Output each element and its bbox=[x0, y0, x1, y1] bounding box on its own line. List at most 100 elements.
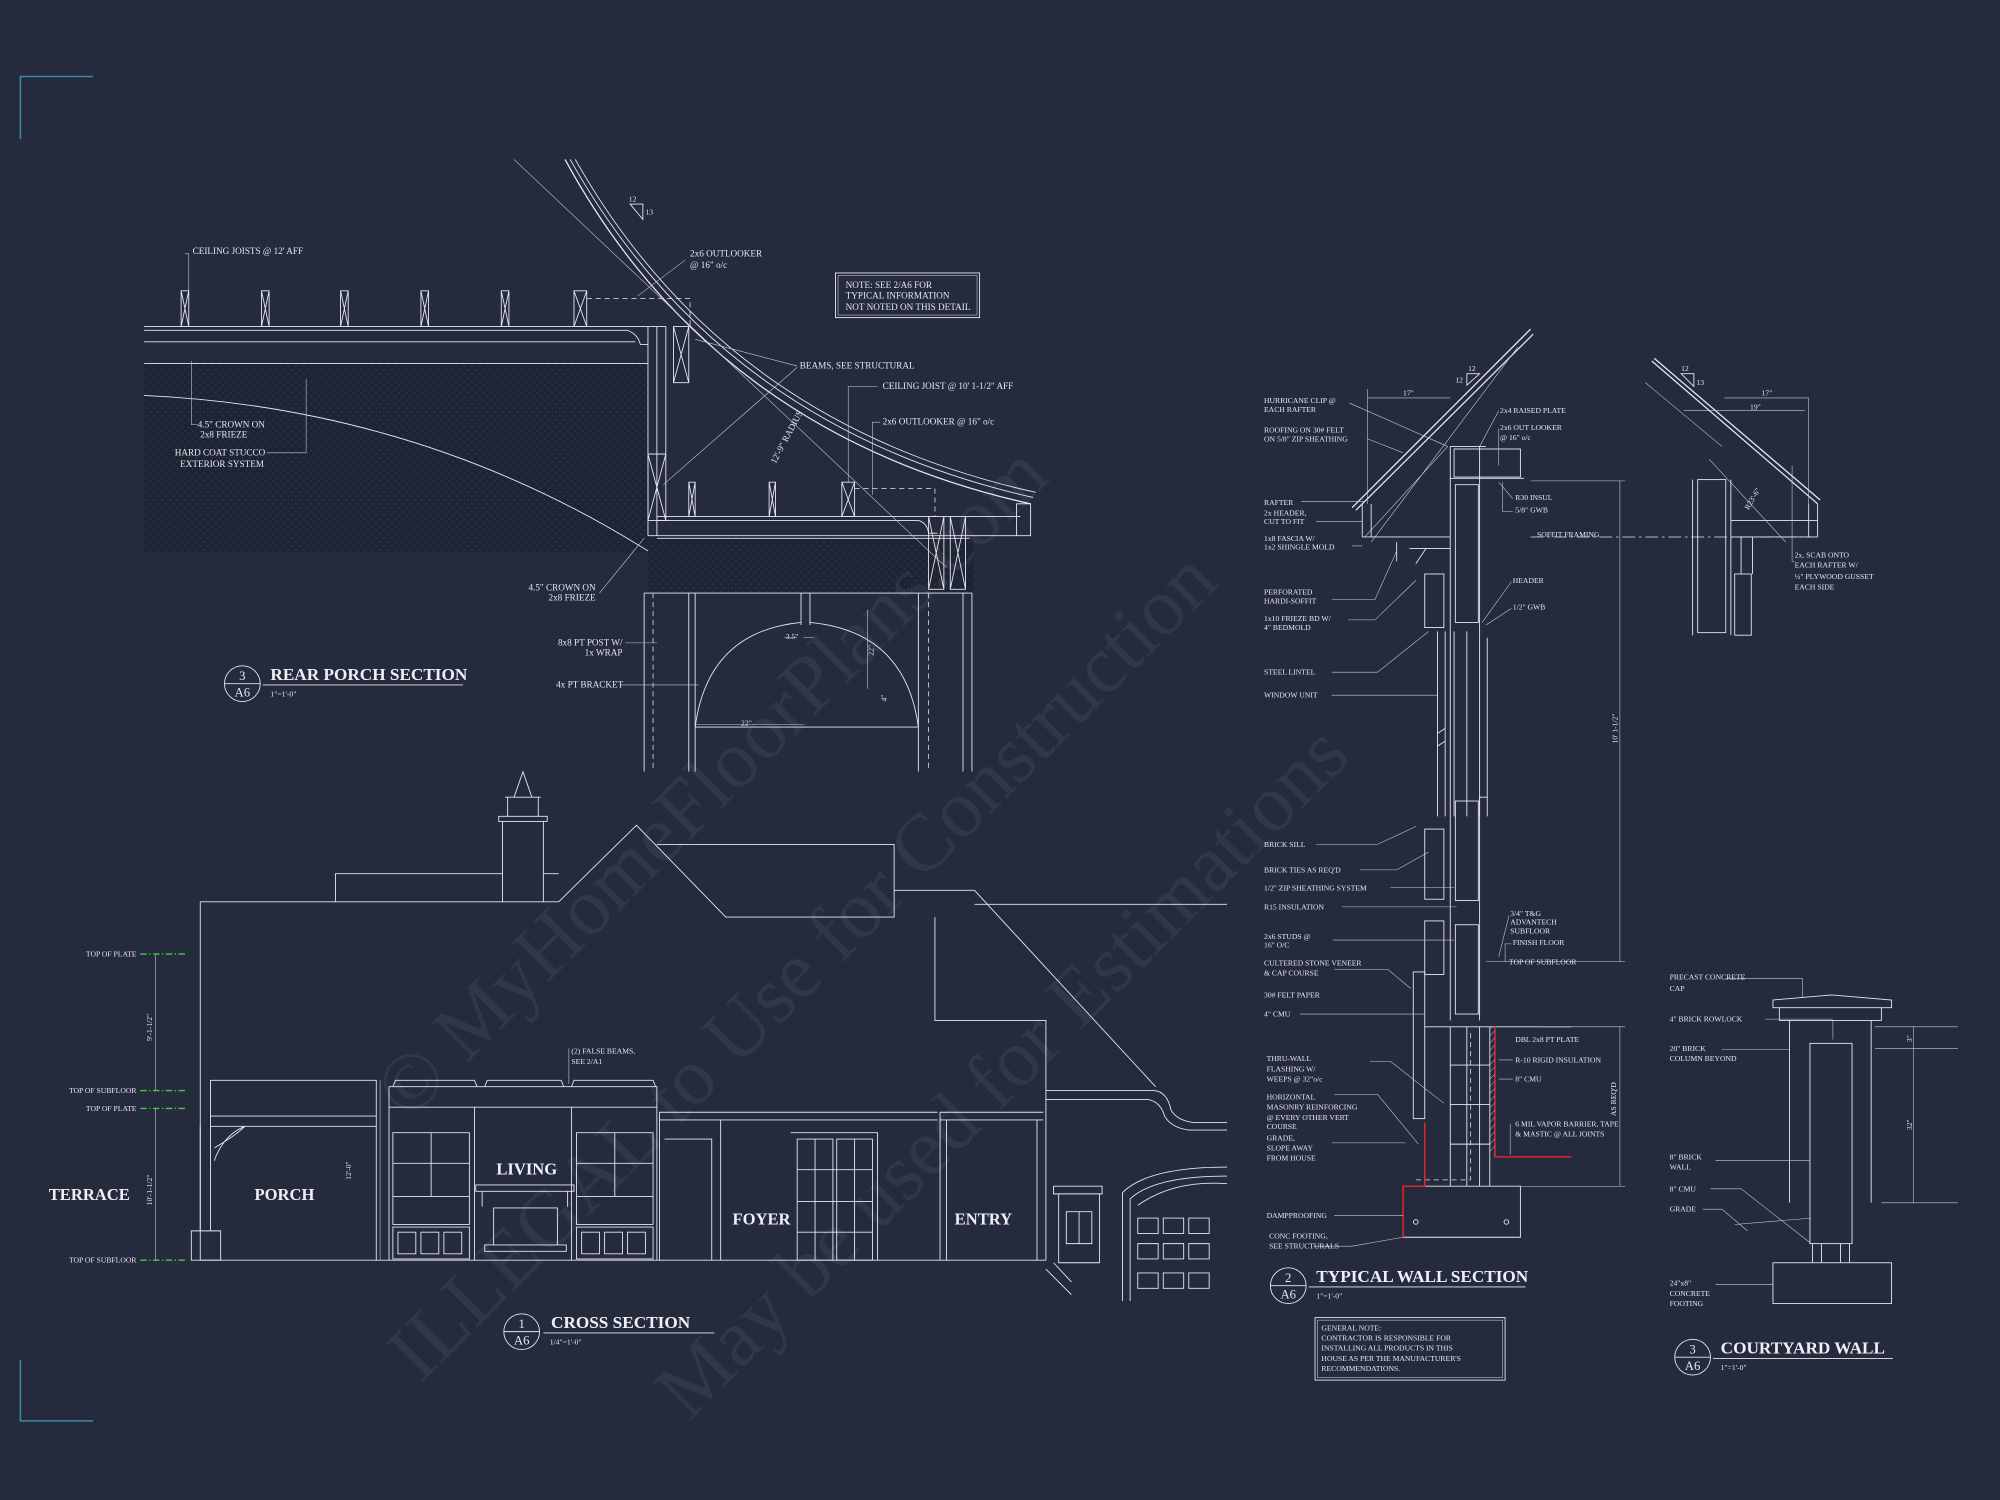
cmu bbox=[1812, 1243, 1850, 1263]
dim-22-horizontal: 22" bbox=[741, 719, 752, 728]
house-outline bbox=[199, 824, 1156, 1261]
slope-triangle bbox=[629, 203, 644, 221]
svg-text:ON 5/8" ZIP SHEATHING: ON 5/8" ZIP SHEATHING bbox=[1264, 434, 1348, 443]
left-labels: HURRICANE CLIP @ EACH RAFTER ROOFING ON … bbox=[1264, 396, 1367, 1251]
svg-text:20" BRICK: 20" BRICK bbox=[1670, 1044, 1707, 1053]
svg-text:A6: A6 bbox=[1280, 1287, 1296, 1301]
svg-text:@ EVERY OTHER VERT: @ EVERY OTHER VERT bbox=[1267, 1113, 1350, 1122]
frame-corner-top-left bbox=[19, 75, 94, 140]
dim-cap: 3" bbox=[1905, 1035, 1914, 1042]
svg-text:A6: A6 bbox=[514, 1333, 530, 1347]
label-outlooker-top: 2x6 OUTLOOKER bbox=[690, 248, 763, 258]
svg-text:1"=1'-0": 1"=1'-0" bbox=[1316, 1291, 1342, 1300]
svg-text:TYPICAL INFORMATION: TYPICAL INFORMATION bbox=[846, 290, 950, 300]
foyer-block bbox=[658, 1111, 938, 1261]
roof-curve bbox=[564, 159, 1031, 505]
svg-text:COURTYARD WALL: COURTYARD WALL bbox=[1721, 1338, 1885, 1357]
dim-upper: 9'-1-1/2" bbox=[145, 1014, 154, 1041]
svg-text:HORIZONTAL: HORIZONTAL bbox=[1267, 1092, 1316, 1101]
dim-as-reqd: AS REQ'D bbox=[1609, 1082, 1618, 1116]
svg-text:13: 13 bbox=[1696, 378, 1704, 387]
svg-text:SUBFLOOR: SUBFLOOR bbox=[1510, 927, 1551, 936]
rear-porch-section: 12 13 CEILING JOISTS @ 12' AFF 2x6 OUTLO… bbox=[144, 159, 1036, 772]
slope-rise: 12 bbox=[629, 195, 637, 204]
svg-text:SLOPE AWAY: SLOPE AWAY bbox=[1267, 1144, 1314, 1153]
svg-text:R30 INSUL: R30 INSUL bbox=[1515, 493, 1552, 502]
svg-text:4" CMU: 4" CMU bbox=[1264, 1010, 1291, 1019]
svg-text:1x2 SHINGLE MOLD: 1x2 SHINGLE MOLD bbox=[1264, 543, 1335, 552]
brick-base bbox=[1424, 920, 1445, 975]
studs bbox=[1409, 445, 1525, 1021]
svg-text:TOP OF SUBFLOOR: TOP OF SUBFLOOR bbox=[1509, 957, 1577, 966]
bookshelves bbox=[392, 1107, 654, 1261]
svg-text:ADVANTECH: ADVANTECH bbox=[1510, 918, 1557, 927]
svg-text:1/2" GWB: 1/2" GWB bbox=[1513, 603, 1546, 612]
svg-text:SOFFIT FRAMING: SOFFIT FRAMING bbox=[1537, 530, 1600, 539]
svg-text:EACH RAFTER W/: EACH RAFTER W/ bbox=[1795, 561, 1859, 570]
svg-text:TYPICAL WALL SECTION: TYPICAL WALL SECTION bbox=[1316, 1267, 1528, 1286]
ceiling-plane bbox=[144, 326, 648, 364]
porch-wall bbox=[647, 326, 938, 537]
svg-text:1"=1'-0": 1"=1'-0" bbox=[1721, 1363, 1747, 1372]
dimension-lines bbox=[1367, 389, 1625, 1187]
label-outlooker-low: 2x6 OUTLOOKER @ 16" o/c bbox=[883, 417, 995, 427]
room-living: LIVING bbox=[496, 1160, 557, 1179]
svg-text:HARDI-SOFFIT: HARDI-SOFFIT bbox=[1264, 596, 1317, 605]
svg-text:ROOFING ON 30# FELT: ROOFING ON 30# FELT bbox=[1264, 425, 1344, 434]
label-beams: BEAMS, SEE STRUCTURAL bbox=[800, 361, 915, 371]
svg-text:& MASTIC @ ALL JOINTS: & MASTIC @ ALL JOINTS bbox=[1515, 1129, 1604, 1138]
svg-text:TOP OF SUBFLOOR: TOP OF SUBFLOOR bbox=[69, 1086, 137, 1095]
dim-22-vertical: 22" bbox=[867, 645, 876, 656]
svg-text:HURRICANE CLIP @: HURRICANE CLIP @ bbox=[1264, 396, 1336, 405]
stucco-fill bbox=[144, 363, 648, 553]
svg-text:1/2" ZIP SHEATHING SYSTEM: 1/2" ZIP SHEATHING SYSTEM bbox=[1264, 883, 1367, 892]
label-crown-lower: 2x8 FRIEZE bbox=[549, 593, 597, 603]
svg-text:THRU-WALL: THRU-WALL bbox=[1267, 1054, 1312, 1063]
svg-text:RECOMMENDATIONS.: RECOMMENDATIONS. bbox=[1321, 1364, 1400, 1373]
svg-text:REAR PORCH SECTION: REAR PORCH SECTION bbox=[270, 665, 467, 684]
label-false-beams: SEE 2/A1 bbox=[571, 1057, 602, 1066]
svg-text:WEEPS @ 32"o/c: WEEPS @ 32"o/c bbox=[1267, 1075, 1324, 1084]
svg-text:MASONRY REINFORCING: MASONRY REINFORCING bbox=[1267, 1103, 1358, 1112]
svg-text:3: 3 bbox=[1689, 1342, 1695, 1356]
svg-text:30# FELT PAPER: 30# FELT PAPER bbox=[1264, 990, 1321, 999]
label-post: 8x8 PT POST W/ bbox=[558, 637, 623, 647]
svg-text:2x HEADER,: 2x HEADER, bbox=[1264, 508, 1307, 517]
svg-text:FINISH FLOOR: FINISH FLOOR bbox=[1513, 938, 1565, 947]
svg-text:12: 12 bbox=[1468, 364, 1476, 373]
svg-text:2x, SCAB ONTO: 2x, SCAB ONTO bbox=[1795, 550, 1850, 559]
wall-insulation-upper bbox=[1454, 484, 1479, 623]
note-box: NOTE: SEE 2/A6 FOR TYPICAL INFORMATION N… bbox=[835, 272, 981, 319]
roof-left bbox=[1351, 328, 1534, 511]
label-crown-lower: 4.5" CROWN ON bbox=[528, 583, 596, 593]
svg-text:CUT TO FIT: CUT TO FIT bbox=[1264, 517, 1305, 526]
garage bbox=[1045, 1166, 1228, 1302]
svg-text:HEADER: HEADER bbox=[1513, 576, 1545, 585]
right-wing bbox=[1045, 1090, 1228, 1131]
brick-upper bbox=[1424, 573, 1445, 628]
detail-title-wall-section: 2 A6 TYPICAL WALL SECTION 1"=1'-0" bbox=[1269, 1267, 1529, 1305]
svg-text:1x8 FASCIA W/: 1x8 FASCIA W/ bbox=[1264, 534, 1316, 543]
general-note: GENERAL NOTE: CONTRACTOR IS RESPONSIBLE … bbox=[1314, 1317, 1506, 1381]
label-false-beams: (2) FALSE BEAMS, bbox=[571, 1047, 635, 1056]
svg-text:1"=1'-0": 1"=1'-0" bbox=[270, 689, 296, 698]
svg-text:3/4" T&G: 3/4" T&G bbox=[1510, 909, 1541, 918]
level-markers: TOP OF PLATE TOP OF SUBFLOOR TOP OF PLAT… bbox=[69, 950, 381, 1265]
detail-title-cross-section: 1 A6 CROSS SECTION 1/4"=1'-0" bbox=[503, 1313, 715, 1350]
fascia bbox=[928, 503, 1032, 590]
label-bracket: 4x PT BRACKET bbox=[556, 679, 623, 689]
label-post: 1x WRAP bbox=[585, 648, 623, 658]
dim-height: 10' 1-1/2" bbox=[1610, 713, 1619, 743]
svg-text:2x6 OUT LOOKER: 2x6 OUT LOOKER bbox=[1500, 423, 1563, 432]
dim-porch: 12'-0" bbox=[344, 1161, 353, 1180]
room-foyer: FOYER bbox=[732, 1209, 791, 1228]
svg-text:GRADE,: GRADE, bbox=[1267, 1133, 1295, 1142]
leaders-left bbox=[1299, 402, 1457, 1247]
svg-text:COLUMN BEYOND: COLUMN BEYOND bbox=[1670, 1054, 1737, 1063]
stucco-fill-lower bbox=[647, 535, 974, 594]
brick-right bbox=[1734, 573, 1752, 636]
right-labels: 2x4 RAISED PLATE 2x6 OUT LOOKER @ 16" o/… bbox=[1500, 406, 1874, 1138]
label-crown-upper: 2x8 FRIEZE bbox=[200, 430, 248, 440]
